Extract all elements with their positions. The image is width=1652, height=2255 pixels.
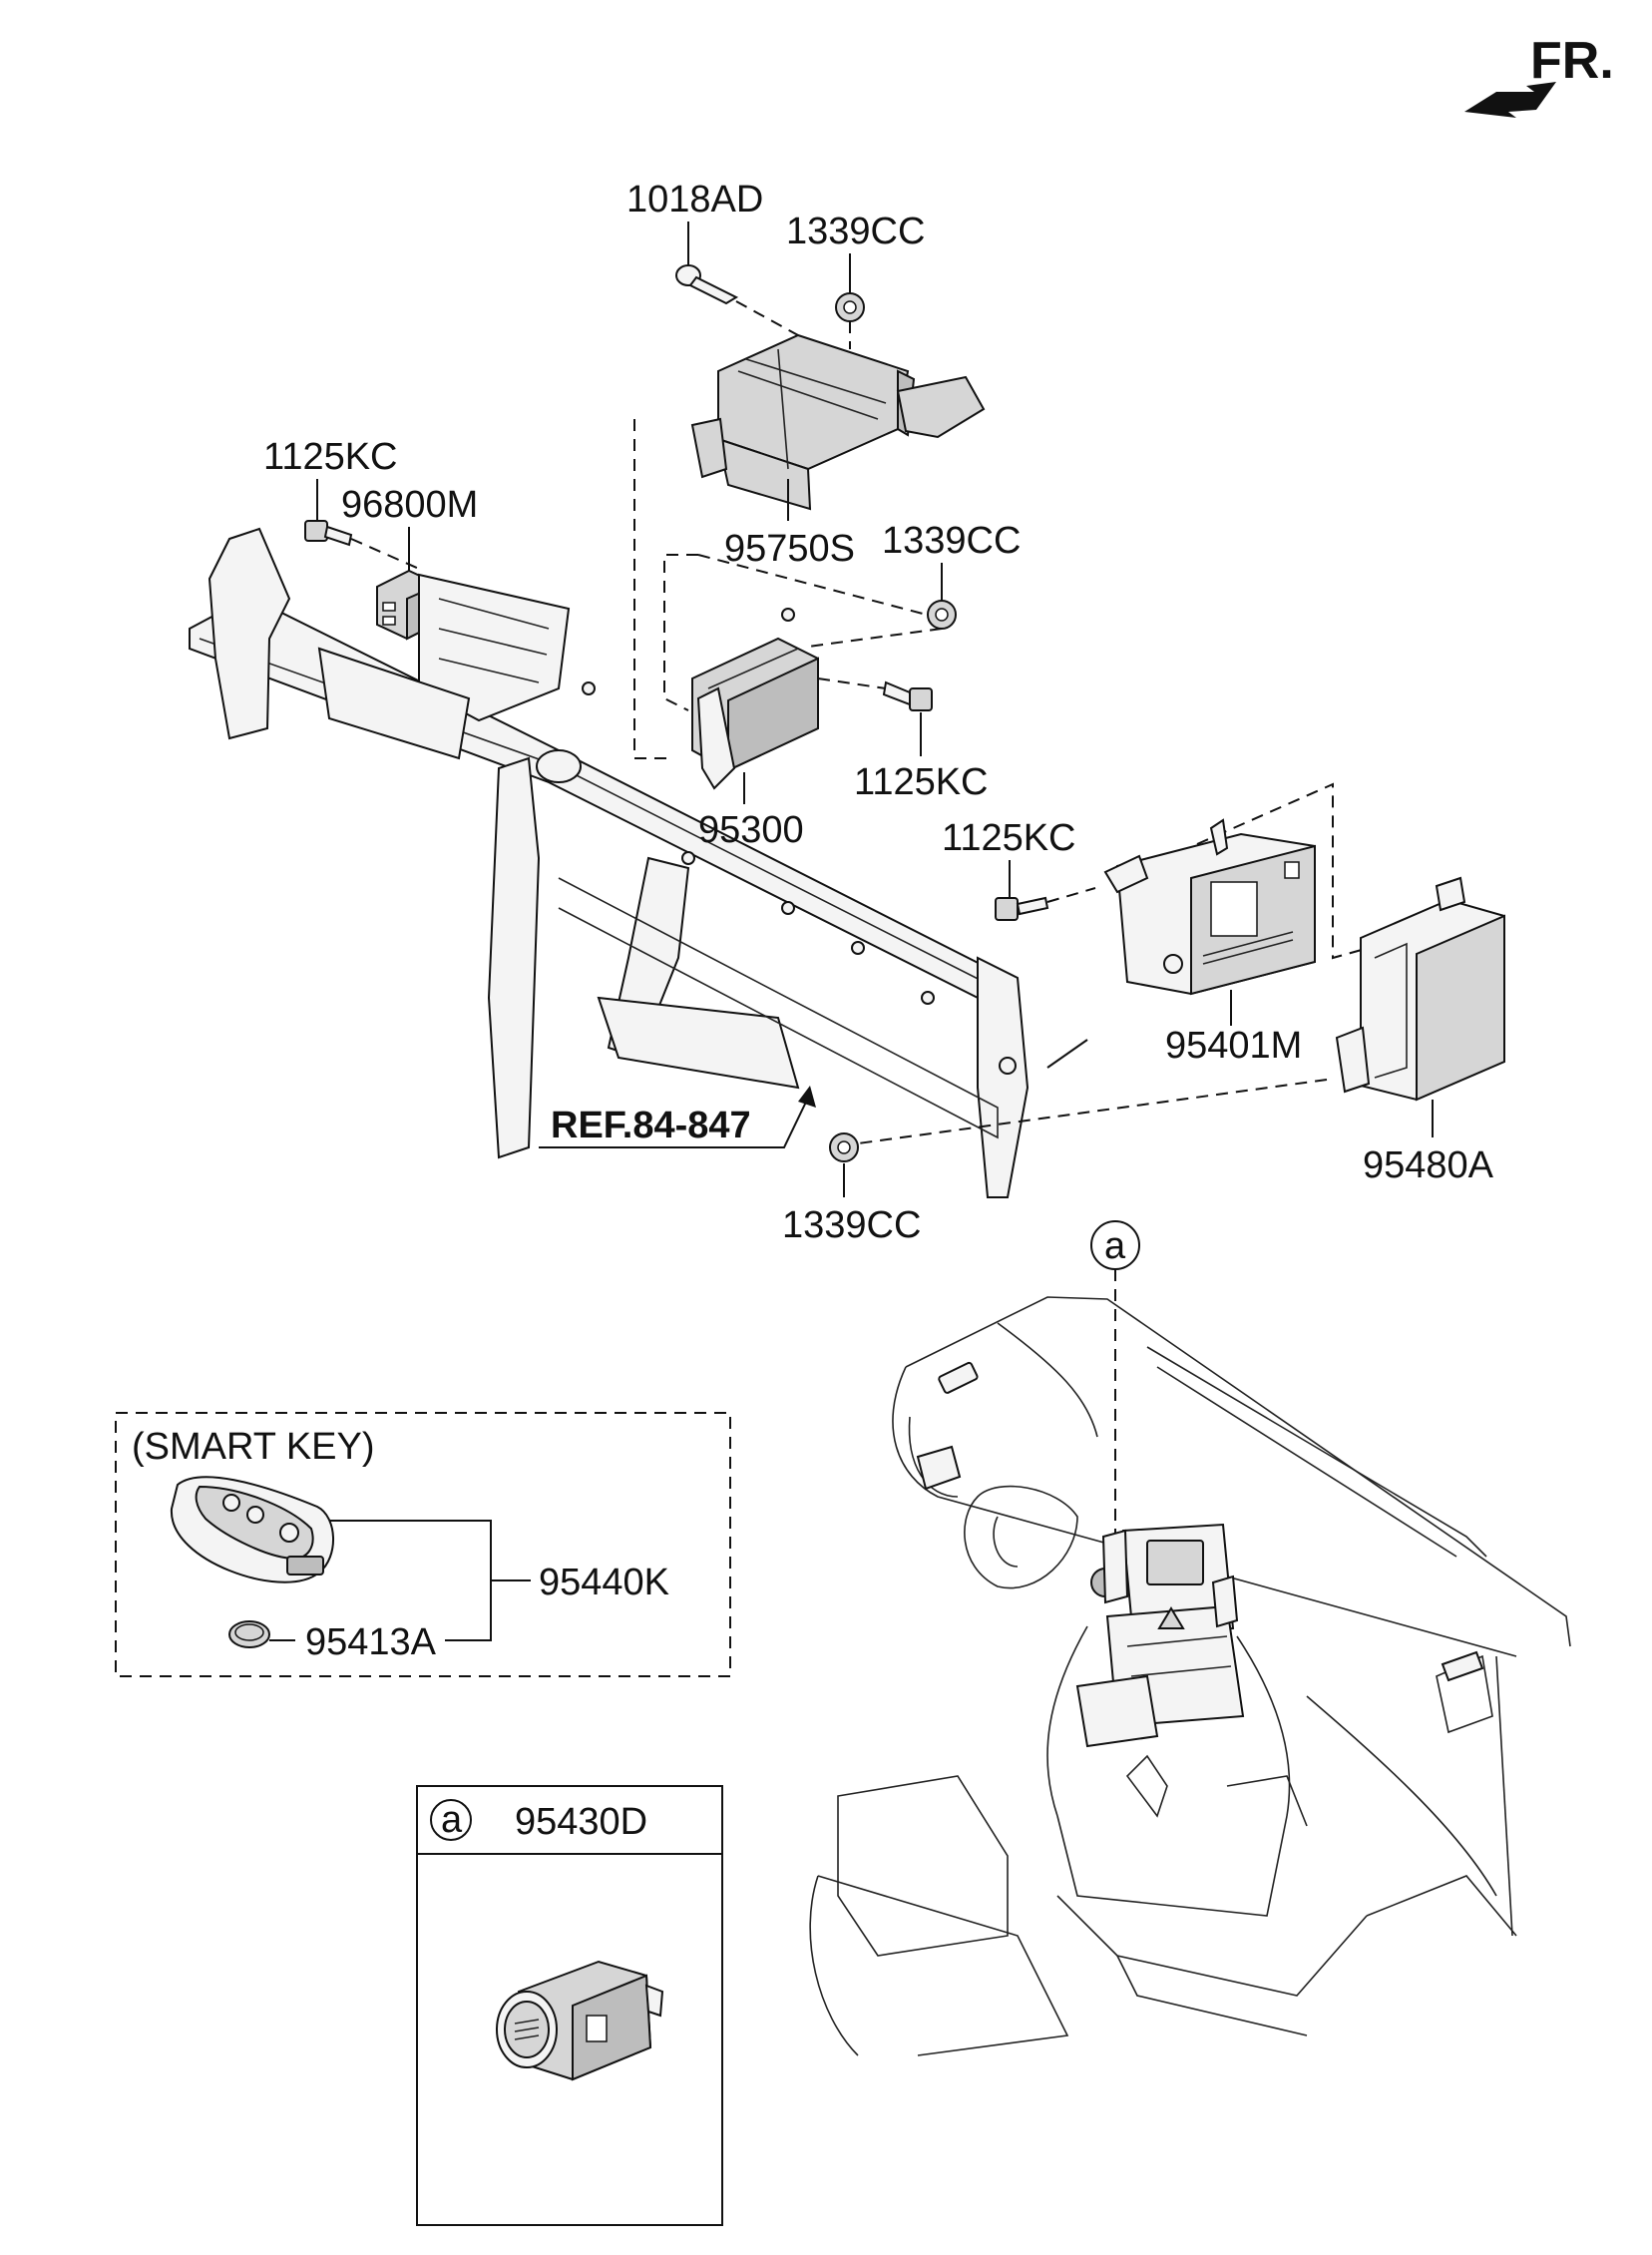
part-95300-group: 1339CC 1125KC 95300 [663, 520, 1021, 851]
detail-box-border [416, 1785, 723, 2226]
dash-1339CC-mid [807, 628, 943, 648]
detail-box-letter: a [441, 1799, 463, 1841]
location-callout-a: a [1090, 1220, 1140, 1557]
dash-95300-left [663, 554, 698, 711]
module-95300-icon [691, 608, 819, 790]
dash-95401M-to-95480A [1196, 782, 1370, 960]
module-95750S-icon [690, 333, 986, 511]
nut-1339CC-top-icon [835, 292, 865, 322]
reference-arrowhead-icon [798, 1086, 816, 1108]
bolt-1125KC-left-icon [304, 520, 353, 547]
screw-1018AD-icon [675, 264, 739, 305]
start-stop-button-icon [496, 1960, 664, 2081]
front-label: FR. [1530, 32, 1614, 90]
smart-key-box: (SMART KEY) 95440K 95413A [115, 1412, 731, 1677]
dash-1125KC-mid [817, 677, 887, 689]
label-1018AD[interactable]: 1018AD [626, 179, 763, 221]
label-1339CC-top[interactable]: 1339CC [786, 211, 925, 252]
label-95440K[interactable]: 95440K [539, 1562, 669, 1603]
bolt-1125KC-right-icon [995, 896, 1049, 921]
dash-95480A-to-1339CC [857, 1079, 1328, 1144]
dash-1125KC-right [1046, 887, 1096, 903]
coin-battery-icon [228, 1620, 270, 1648]
module-95480A-icon [1335, 876, 1505, 1102]
nut-1339CC-bottom-icon [829, 1132, 859, 1162]
label-1125KC-left[interactable]: 1125KC [263, 436, 398, 478]
dash-95300-top [697, 554, 943, 620]
label-95750S[interactable]: 95750S [724, 528, 855, 570]
smart-key-box-title: (SMART KEY) [132, 1426, 375, 1468]
cowl-crossmember [189, 527, 1088, 1198]
reference-label[interactable]: REF.84-847 [551, 1105, 751, 1146]
bolt-1125KC-mid-icon [882, 680, 933, 711]
reference-leader [539, 1093, 811, 1148]
label-95480A[interactable]: 95480A [1363, 1144, 1494, 1186]
part-95480A-group: 95480A [857, 876, 1505, 1186]
part-95750S-group: 1018AD 1339CC 95750S [626, 179, 986, 759]
part-1339CC-bottom-group: 1339CC [782, 1132, 921, 1246]
dashboard-illustration [809, 1296, 1571, 2056]
label-1339CC-bottom[interactable]: 1339CC [782, 1204, 921, 1246]
label-1125KC-mid[interactable]: 1125KC [854, 761, 989, 803]
reference-callout: REF.84-847 [539, 1086, 816, 1148]
dash-95750S-down [633, 419, 668, 759]
detail-box-part-number[interactable]: 95430D [515, 1801, 647, 1843]
module-95401M-icon [1103, 818, 1316, 996]
detail-box-letter-circle [430, 1799, 472, 1841]
label-96800M[interactable]: 96800M [341, 484, 478, 526]
label-95401M[interactable]: 95401M [1165, 1025, 1302, 1067]
smart-key-box-border [115, 1412, 731, 1677]
nut-1339CC-mid-icon [927, 600, 957, 630]
label-95300[interactable]: 95300 [698, 809, 804, 851]
label-1339CC-mid[interactable]: 1339CC [882, 520, 1021, 562]
front-direction-indicator: FR. [1464, 32, 1614, 118]
dash-1125KC-left [350, 538, 420, 570]
part-95401M-group: 1125KC 95401M [942, 782, 1370, 1067]
detail-box-a: a 95430D [416, 1785, 723, 2226]
smart-key-fob-icon [170, 1476, 334, 1583]
dash-1018AD [735, 300, 799, 336]
label-1125KC-right[interactable]: 1125KC [942, 817, 1076, 859]
label-95413A[interactable]: 95413A [305, 1621, 437, 1663]
callout-a-letter: a [1104, 1225, 1126, 1267]
front-arrow-icon [1464, 82, 1556, 118]
